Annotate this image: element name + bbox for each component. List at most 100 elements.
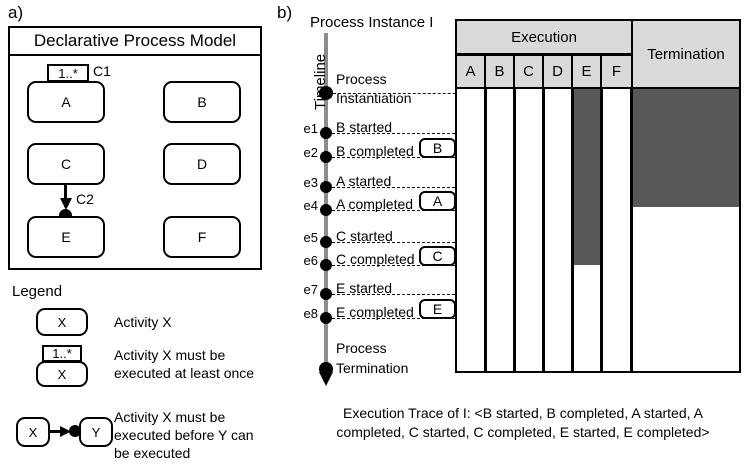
event-badge-e8: E	[419, 299, 456, 319]
event-id-e6: e6	[303, 253, 318, 268]
activity-f-label: F	[197, 229, 207, 245]
column-header-c-label: C	[523, 63, 534, 80]
activity-b[interactable]: B	[163, 81, 241, 123]
part-a-label: a)	[8, 3, 24, 22]
constraint-c1-cardinality-text: 1..*	[58, 65, 78, 81]
column-separator-4	[571, 89, 574, 371]
legend-cardinality-text: 1..*	[52, 346, 72, 361]
legend-precedence-to-label: Y	[91, 424, 101, 440]
legend-activity-symbol-label: X	[57, 314, 67, 330]
event-label-e7: E started	[336, 280, 393, 296]
group-header-termination-label: Termination	[647, 45, 725, 63]
column-separator-2	[513, 89, 516, 371]
event-id-e2: e2	[303, 145, 318, 160]
event-badge-e6: C	[419, 246, 456, 266]
event-id-e5: e5	[303, 230, 318, 245]
legend-precedence-to: Y	[79, 417, 113, 447]
execution-trace-line2: completed, C started, C completed, E sta…	[336, 424, 710, 440]
column-header-d-label: D	[552, 63, 563, 80]
column-separator-5	[600, 89, 603, 371]
execution-trace-line1: Execution Trace of I: <B started, B comp…	[343, 405, 703, 421]
column-separator-3	[542, 89, 545, 371]
constraint-c2-label: C2	[76, 191, 94, 207]
event-label-e8: E completed	[336, 304, 414, 320]
group-header-execution: Execution	[455, 19, 633, 55]
legend-cardinality-activity: X	[36, 361, 88, 387]
legend-precedence-dot	[69, 425, 81, 437]
legend-cardinality-activity-label: X	[57, 366, 67, 382]
process-instantiation-label-line2: Instantiation	[336, 90, 412, 106]
legend-precedence-from: X	[16, 417, 50, 447]
event-id-e4: e4	[303, 198, 318, 213]
column-header-a: A	[455, 54, 486, 89]
column-separator-1	[484, 89, 487, 371]
activity-f[interactable]: F	[163, 216, 241, 258]
process-termination-label-line2: Termination	[336, 360, 409, 376]
timeline-dot-e5	[320, 236, 332, 248]
legend-activity-symbol: X	[36, 308, 88, 336]
timeline-dot-instantiation	[319, 86, 333, 100]
legend-precedence-arrow-line	[50, 430, 64, 433]
timeline-dot-e1	[320, 127, 332, 139]
constraint-c1-label: C1	[93, 63, 111, 79]
column-separator-6	[630, 89, 633, 371]
event-id-e3: e3	[303, 175, 318, 190]
activity-d-label: D	[196, 156, 208, 172]
legend-precedence-arrowhead	[60, 426, 71, 437]
timeline-dot-termination	[319, 362, 333, 376]
event-label-e6: C completed	[336, 251, 415, 267]
legend-activity-text: Activity X	[114, 314, 172, 330]
activity-e-label: E	[61, 229, 71, 245]
activity-a[interactable]: A	[27, 81, 105, 123]
model-title: Declarative Process Model	[10, 28, 260, 56]
event-label-e4: A completed	[336, 196, 414, 212]
column-header-b-label: B	[494, 63, 505, 80]
activity-a-label: A	[61, 94, 71, 110]
column-header-f-label: F	[611, 63, 622, 80]
part-b-label: b)	[277, 3, 293, 22]
event-badge-e6-label: C	[432, 248, 443, 264]
group-header-termination: Termination	[631, 19, 741, 89]
legend-precedence-from-label: X	[28, 424, 38, 440]
timeline-dot-e6	[320, 259, 332, 271]
event-id-e8: e8	[303, 306, 318, 321]
event-id-e7: e7	[303, 282, 318, 297]
process-instantiation-label-line1: Process	[336, 71, 387, 87]
column-header-e-label: E	[581, 63, 592, 80]
activity-d[interactable]: D	[163, 143, 241, 185]
event-badge-e8-label: E	[432, 301, 443, 317]
event-label-e5: C started	[336, 228, 393, 244]
legend-cardinality-description: Activity X must be executed at least onc…	[114, 347, 255, 381]
blocked-region-termination	[633, 89, 739, 207]
timeline-dot-e7	[320, 288, 332, 300]
event-label-e2: B completed	[336, 143, 414, 159]
legend-precedence-description: Activity X must be executed before Y can…	[114, 409, 254, 461]
event-label-e3: A started	[336, 173, 392, 189]
activity-e[interactable]: E	[27, 216, 105, 258]
constraint-c2-line	[64, 185, 67, 207]
constraint-c1-cardinality: 1..*	[47, 64, 89, 82]
event-badge-e4-label: A	[432, 193, 443, 209]
event-id-e1: e1	[303, 121, 318, 136]
timeline-label: Timeline	[312, 53, 329, 110]
process-instance-title: Process Instance I	[310, 14, 434, 31]
timeline-dot-e4	[320, 204, 332, 216]
activity-c[interactable]: C	[27, 143, 105, 185]
execution-trace-caption: Execution Trace of I: <B started, B comp…	[307, 404, 739, 442]
timeline-dot-e3	[320, 181, 332, 193]
column-header-c: C	[513, 54, 544, 89]
column-header-d: D	[542, 54, 573, 89]
legend-heading: Legend	[12, 283, 63, 300]
event-badge-e2-label: B	[432, 140, 443, 156]
column-header-b: B	[484, 54, 515, 89]
legend-cardinality-symbol: 1..*	[42, 345, 82, 362]
activity-b-label: B	[197, 94, 207, 110]
group-header-execution-label: Execution	[511, 28, 577, 46]
timeline-dot-e2	[320, 151, 332, 163]
column-header-a-label: A	[465, 63, 476, 80]
event-badge-e2: B	[419, 138, 456, 158]
column-header-e: E	[571, 54, 602, 89]
timeline-dot-e8	[320, 312, 332, 324]
process-termination-label-line1: Process	[336, 340, 387, 356]
